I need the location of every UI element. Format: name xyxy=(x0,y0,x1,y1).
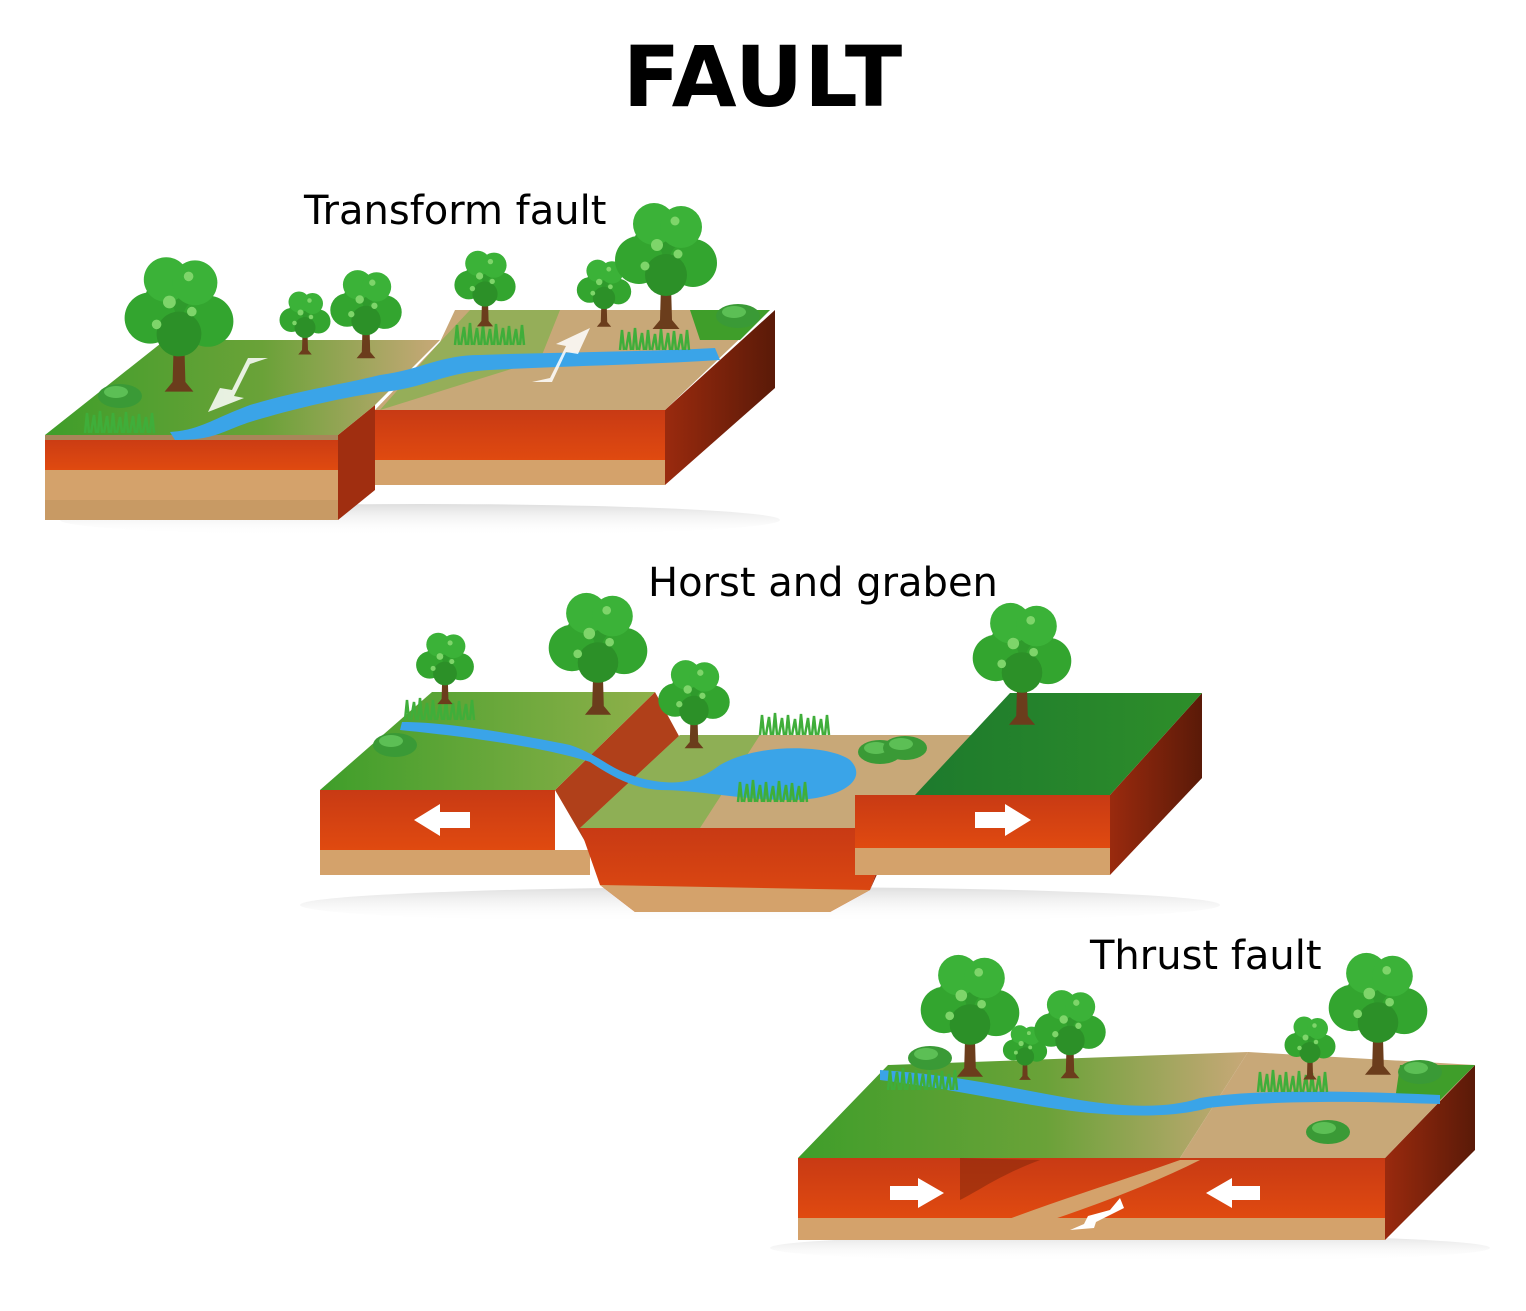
thrust-fault-diagram xyxy=(770,952,1490,1262)
transform-fault-label: Transform fault xyxy=(304,188,607,234)
transform-fault-diagram xyxy=(45,203,780,536)
horst-and-graben-label: Horst and graben xyxy=(648,560,998,606)
thrust-fault-label: Thrust fault xyxy=(1090,933,1322,979)
horst-and-graben-diagram xyxy=(300,592,1220,923)
page-title: FAULT xyxy=(622,28,904,126)
